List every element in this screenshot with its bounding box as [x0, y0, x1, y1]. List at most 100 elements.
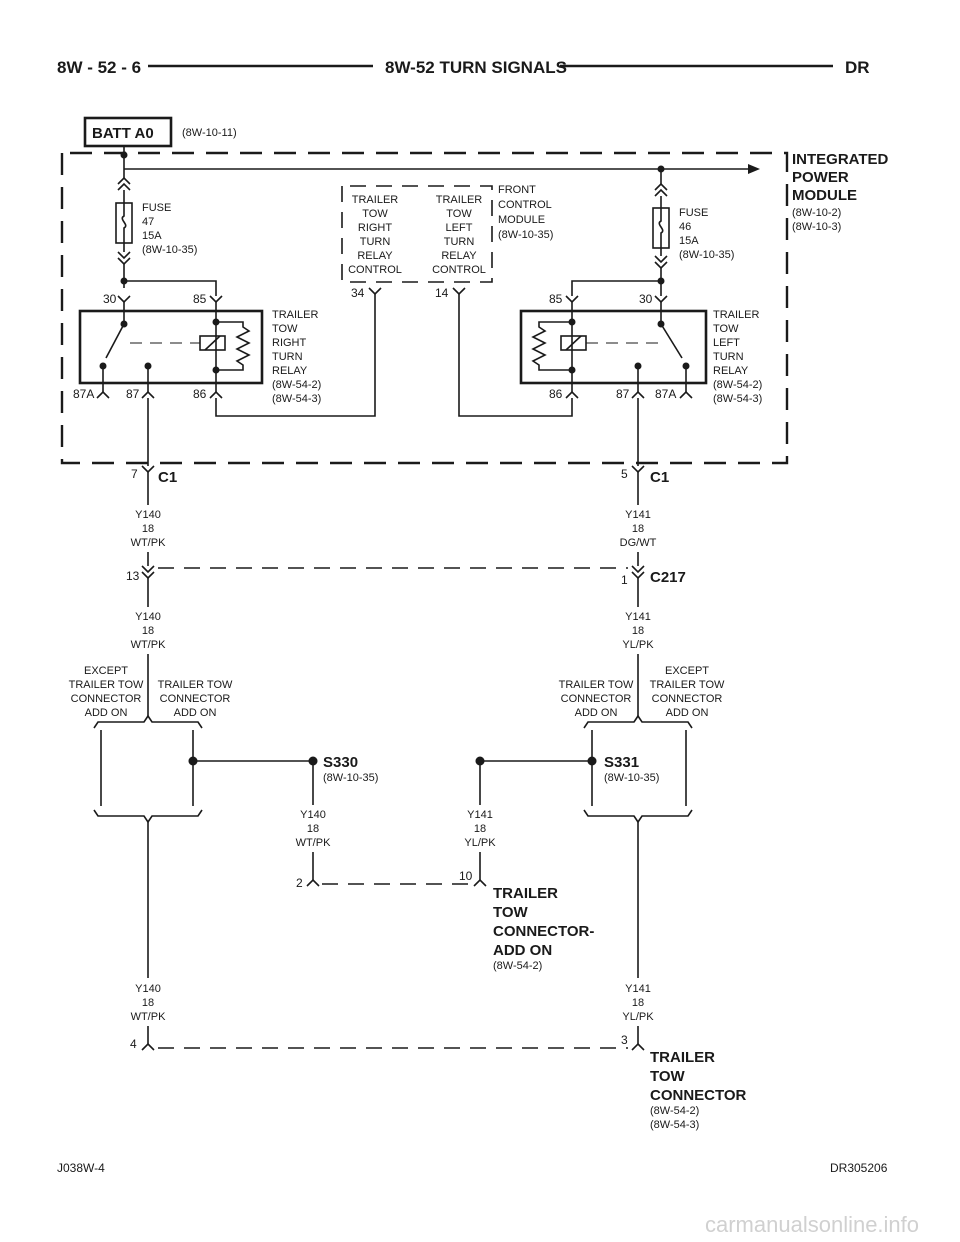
option-label: EXCEPT [84, 665, 128, 677]
wire-color: WT/PK [131, 537, 166, 549]
wire-id: Y141 [625, 509, 651, 521]
option-label: TRAILER TOW [69, 679, 144, 691]
option-label: ADD ON [575, 707, 618, 719]
relay-label: TOW [713, 323, 739, 335]
option-split-bracket [93, 714, 203, 729]
wire-color: WT/PK [131, 1011, 166, 1023]
option-label: TRAILER TOW [158, 679, 233, 691]
option-split-bracket [583, 714, 693, 729]
option-label: CONNECTOR [160, 693, 231, 705]
option-label: CONNECTOR [561, 693, 632, 705]
fcm-ctrl-label: CONTROL [432, 264, 486, 276]
tow-pin-4: 4 [130, 1037, 137, 1051]
footer-image-code: DR305206 [830, 1161, 888, 1175]
fcm-ctrl-label: TRAILER [352, 194, 399, 206]
batt-a0-ref: (8W-10-11) [182, 127, 237, 139]
relay-label: TURN [713, 351, 744, 363]
wire-gauge: 18 [632, 997, 644, 1009]
pin-87a: 87A [73, 387, 94, 401]
tow-connector-label: TRAILER [650, 1049, 715, 1066]
wire-gauge: 18 [474, 823, 486, 835]
addon-pin-2: 2 [296, 876, 303, 890]
watermark: carmanualsonline.info [705, 1212, 919, 1237]
ipm-label-1: INTEGRATED [792, 151, 889, 168]
wire-id: Y140 [135, 611, 161, 623]
relay-ref: (8W-54-2) [272, 379, 321, 391]
splice-dot [120, 151, 128, 159]
c217-pin-1: 1 [621, 573, 628, 587]
option-join-bracket [93, 809, 203, 824]
connector-icon [368, 287, 466, 296]
option-label: CONNECTOR [652, 693, 723, 705]
wire-id: Y140 [135, 509, 161, 521]
fcm-pin-34: 34 [351, 286, 365, 300]
wire [124, 280, 217, 296]
wire-color: YL/PK [622, 1011, 654, 1023]
relay-coil-icon [204, 335, 221, 351]
fcm-ctrl-label: CONTROL [348, 264, 402, 276]
connector-icon [631, 565, 645, 580]
connector-icon [565, 390, 693, 399]
fuse-47-label: FUSE [142, 202, 171, 214]
relay-ref: (8W-54-3) [272, 393, 321, 405]
right-turn-relay-box [78, 309, 264, 385]
relay-ref: (8W-54-2) [713, 379, 762, 391]
wire-color: WT/PK [131, 639, 166, 651]
wire-id: Y140 [135, 983, 161, 995]
relay-label: LEFT [713, 337, 740, 349]
ipm-label-2: POWER [792, 169, 849, 186]
wire [458, 294, 573, 417]
wire-gauge: 18 [632, 523, 644, 535]
c217-label: C217 [650, 569, 686, 586]
tow-connector-ref: (8W-54-2) [650, 1105, 699, 1117]
c1-pin-5: 5 [621, 467, 628, 481]
s331-label: S331 [604, 754, 639, 771]
addon-connector-label: ADD ON [493, 942, 552, 959]
wire-id: Y141 [467, 809, 493, 821]
c1-pin-7: 7 [131, 467, 138, 481]
ipm-label-3: MODULE [792, 187, 857, 204]
fuse-46-number: 46 [679, 221, 691, 233]
fuse-46-rating: 15A [679, 235, 699, 247]
wire-gauge: 18 [142, 997, 154, 1009]
relay-label: TRAILER [713, 309, 760, 321]
relay-coil-icon [565, 335, 582, 351]
fuse-element-icon [658, 208, 664, 248]
connector-icon [654, 255, 668, 270]
connector-icon [654, 182, 668, 197]
footer-figure-code: J038W-4 [57, 1161, 105, 1175]
wire-id: Y141 [625, 983, 651, 995]
c1-right-label: C1 [650, 469, 669, 486]
wire [571, 280, 661, 296]
relay-switch-arm [105, 323, 125, 359]
fuse-47-ref: (8W-10-35) [142, 244, 197, 256]
connector-icon [96, 390, 223, 399]
addon-connector-label: TOW [493, 904, 529, 921]
pin-85: 85 [549, 292, 563, 306]
s330-label: S330 [323, 754, 358, 771]
connector-icon [141, 565, 155, 580]
relay-label: RIGHT [272, 337, 307, 349]
batt-a0-box [83, 116, 173, 148]
option-label: TRAILER TOW [559, 679, 634, 691]
tow-pin-3: 3 [621, 1033, 628, 1047]
fcm-ctrl-label: RELAY [441, 250, 477, 262]
c1-left-label: C1 [158, 469, 177, 486]
wire-color: YL/PK [622, 639, 654, 651]
wire-gauge: 18 [632, 625, 644, 637]
pin-30: 30 [103, 292, 117, 306]
fcm-pin-14: 14 [435, 286, 449, 300]
tow-connector-label: CONNECTOR [650, 1087, 747, 1104]
wire-color: DG/WT [620, 537, 657, 549]
wire-id: Y140 [300, 809, 326, 821]
fuse-element-icon [121, 203, 127, 243]
pin-30: 30 [639, 292, 653, 306]
wire-gauge: 18 [307, 823, 319, 835]
relay-switch-arm [660, 323, 683, 359]
fcm-ctrl-label: TURN [360, 236, 391, 248]
batt-a0-label: BATT A0 [92, 125, 154, 142]
ipm-ref-2: (8W-10-3) [792, 221, 841, 233]
option-label: ADD ON [666, 707, 709, 719]
wire-id: Y141 [625, 611, 651, 623]
